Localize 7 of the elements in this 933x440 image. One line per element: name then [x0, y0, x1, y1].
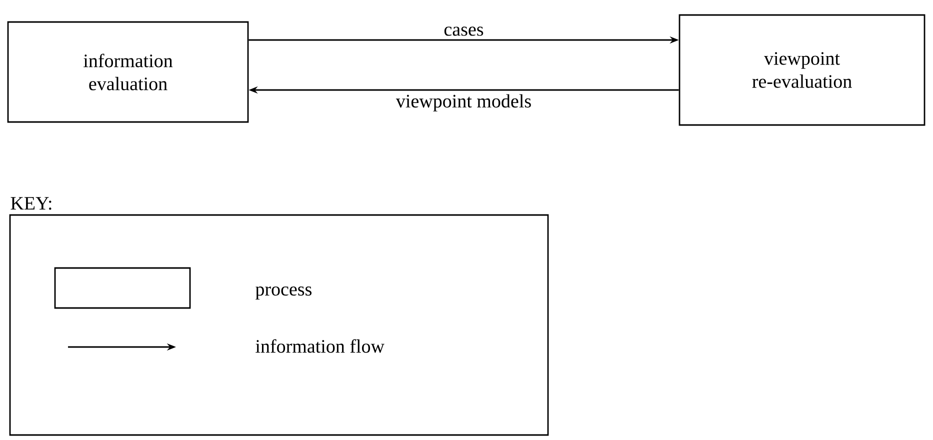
- edge-label: viewpoint models: [396, 94, 531, 112]
- key-heading: KEY:: [10, 197, 52, 210]
- process-box: information evaluation: [7, 21, 249, 123]
- legend-label: process: [256, 286, 312, 300]
- edge-label: cases: [444, 26, 484, 36]
- process-box: viewpoint re-evaluation: [678, 14, 926, 126]
- legend-label: information flow: [256, 339, 384, 353]
